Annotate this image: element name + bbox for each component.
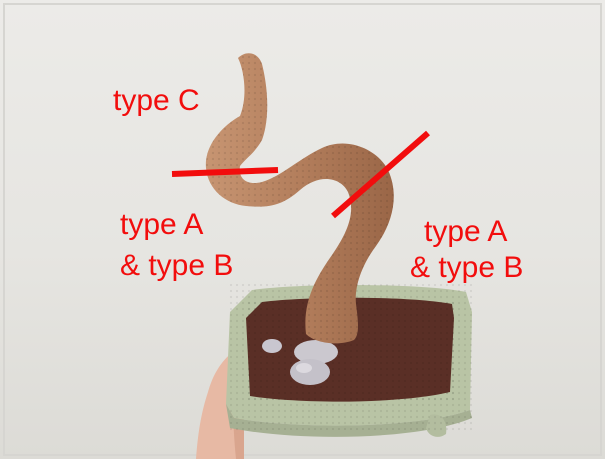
photo-border bbox=[3, 3, 602, 456]
label-right-type-b: & type B bbox=[410, 251, 524, 284]
label-type-c: type C bbox=[113, 84, 200, 117]
label-left-type-b: & type B bbox=[120, 249, 234, 282]
label-left-type-a: type A bbox=[120, 208, 204, 241]
cut-marker-left bbox=[171, 167, 279, 177]
cut-marker-right bbox=[331, 130, 430, 219]
label-right-type-a: type A bbox=[424, 215, 508, 248]
trunk bbox=[205, 53, 394, 344]
stones bbox=[262, 339, 338, 385]
